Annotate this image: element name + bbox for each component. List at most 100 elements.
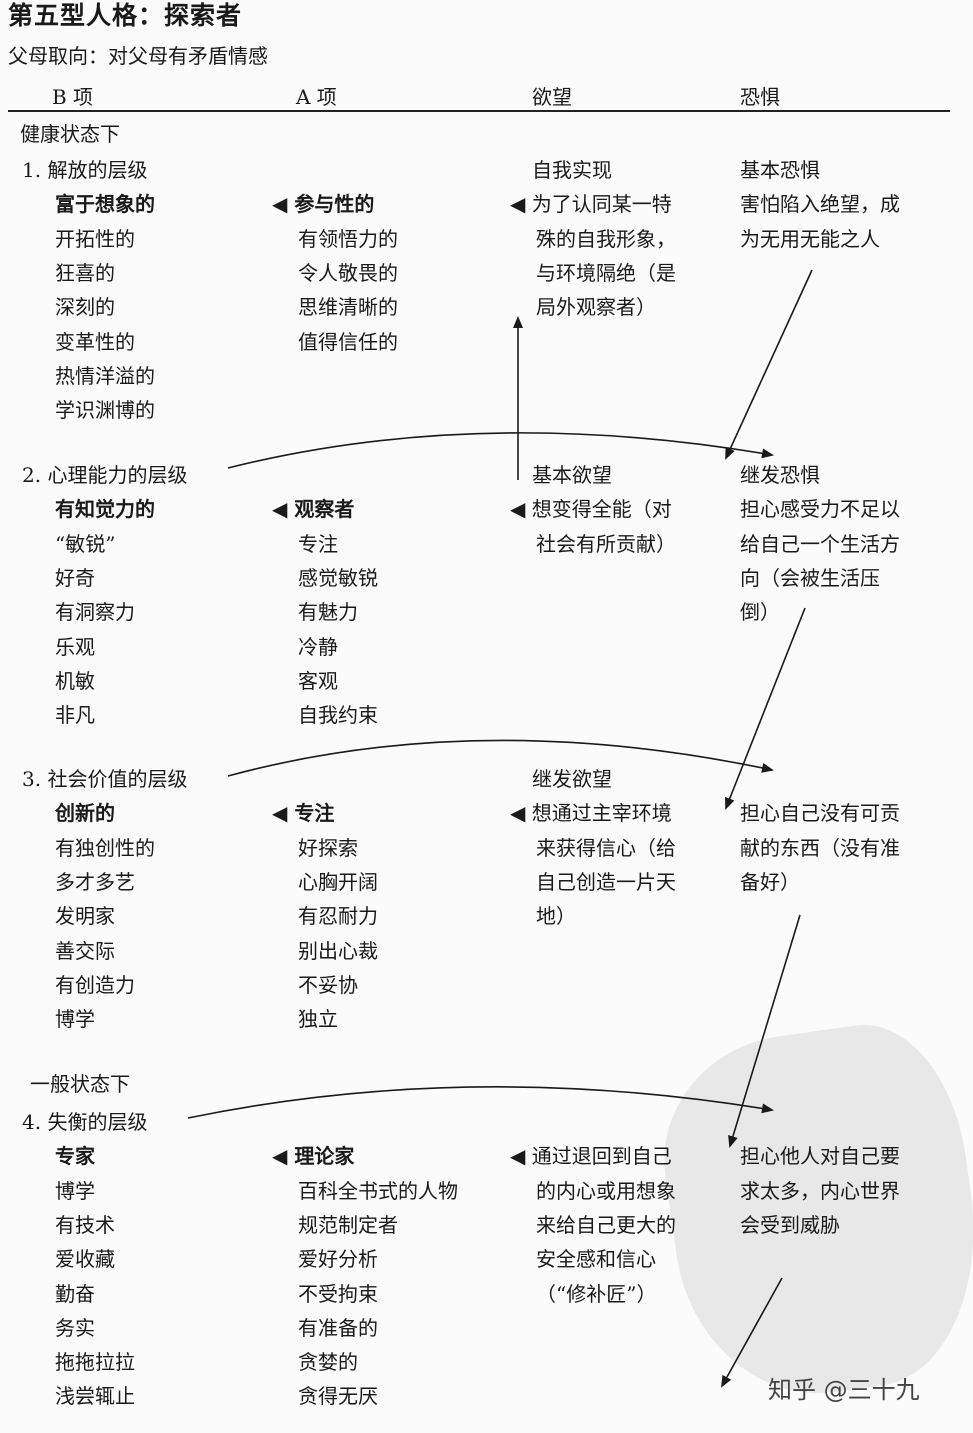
trait-a-item: 别出心裁 — [298, 938, 378, 963]
trait-b-item: 拖拖拉拉 — [55, 1350, 135, 1375]
desire-line: 社会有所贡献） — [536, 531, 676, 556]
trait-a-item: 冷静 — [298, 634, 338, 659]
desire-line: 与环境隔绝（是 — [536, 260, 676, 285]
level-name: 4. 失衡的层级 — [22, 1110, 148, 1134]
desire-heading: 基本欲望 — [532, 463, 612, 487]
desire-line: 自己创造一片天 — [536, 869, 676, 894]
desire-line: ◀ 想通过主宰环境 — [510, 801, 672, 826]
desire-line: 安全感和信心 — [536, 1247, 656, 1272]
fear-line: 害怕陷入绝望，成 — [740, 192, 900, 217]
page-subtitle: 父母取向：对父母有矛盾情感 — [8, 44, 268, 68]
trait-b-item: 务实 — [55, 1315, 95, 1340]
trait-b-item: 善交际 — [55, 938, 115, 963]
trait-a-item: 有准备的 — [298, 1315, 378, 1340]
fear-line: 倒） — [740, 600, 780, 625]
desire-line: 局外观察者） — [536, 295, 656, 320]
trait-b-item: 深刻的 — [55, 295, 115, 320]
column-header-b: B 项 — [52, 85, 94, 109]
trait-a-item: 规范制定者 — [298, 1212, 398, 1237]
trait-b-item: 专家 — [55, 1144, 95, 1169]
fear-line: 担心他人对自己要 — [740, 1144, 900, 1169]
trait-b-item: 变革性的 — [55, 329, 135, 354]
trait-b-item: 乐观 — [55, 634, 95, 659]
trait-a-item: ◀ 参与性的 — [272, 192, 375, 217]
column-header-fear: 恐惧 — [740, 85, 780, 109]
level-name: 3. 社会价值的层级 — [22, 767, 188, 791]
desire-line: 来给自己更大的 — [536, 1212, 676, 1237]
trait-a-item: 值得信任的 — [298, 329, 398, 354]
trait-a-item: 感觉敏锐 — [298, 565, 378, 590]
trait-a-item: 有忍耐力 — [298, 904, 378, 929]
trait-b-item: 学识渊博的 — [55, 398, 155, 423]
trait-b-item: 创新的 — [55, 801, 115, 826]
desire-line: 地） — [536, 904, 576, 929]
page-title: 第五型人格：探索者 — [8, 1, 243, 30]
trait-b-item: 非凡 — [55, 703, 95, 728]
trait-a-item: 自我约束 — [298, 703, 378, 728]
header-rule — [8, 110, 950, 112]
trait-a-item: 不受拘束 — [298, 1281, 378, 1306]
trait-a-item: ◀ 专注 — [272, 801, 335, 826]
trait-b-item: 有创造力 — [55, 972, 135, 997]
fear-line: 求太多，内心世界 — [740, 1178, 900, 1203]
fear-down-arrow-4 — [721, 1277, 783, 1388]
integration-arrow-3 — [187, 1086, 774, 1119]
fear-heading: 基本恐惧 — [740, 158, 820, 182]
trait-b-item: 有知觉力的 — [55, 497, 155, 522]
fear-line: 担心自己没有可贡 — [740, 801, 900, 826]
fear-line: 备好） — [740, 869, 800, 894]
trait-b-item: 爱收藏 — [55, 1247, 115, 1272]
fear-down-arrow-2 — [725, 607, 806, 810]
credit-text: 知乎 @三十九 — [768, 1376, 920, 1404]
trait-a-item: 不妥协 — [298, 972, 358, 997]
trait-a-item: 独立 — [298, 1007, 338, 1032]
fear-line: 给自己一个生活方 — [740, 531, 900, 556]
trait-a-item: 好探索 — [298, 835, 358, 860]
trait-b-item: 有技术 — [55, 1212, 115, 1237]
trait-b-item: 勤奋 — [55, 1281, 95, 1306]
trait-a-item: 专注 — [298, 531, 338, 556]
fear-line: 向（会被生活压 — [740, 565, 880, 590]
trait-a-item: 爱好分析 — [298, 1247, 378, 1272]
trait-b-item: 富于想象的 — [55, 192, 155, 217]
trait-b-item: 热情洋溢的 — [55, 363, 155, 388]
column-header-a: A 项 — [296, 85, 337, 109]
trait-b-item: 博学 — [55, 1178, 95, 1203]
trait-b-item: 有洞察力 — [55, 600, 135, 625]
trait-a-item: 思维清晰的 — [298, 295, 398, 320]
integration-arrow-2 — [227, 739, 774, 777]
fear-line: 为无用无能之人 — [740, 226, 880, 251]
fear-line: 担心感受力不足以 — [740, 497, 900, 522]
desire-line: 的内心或用想象 — [536, 1178, 676, 1203]
fear-line: 献的东西（没有准 — [740, 835, 900, 860]
trait-a-item: 客观 — [298, 668, 338, 693]
trait-b-item: 狂喜的 — [55, 260, 115, 285]
level-name: 2. 心理能力的层级 — [22, 463, 188, 487]
fear-heading: 继发恐惧 — [740, 463, 820, 487]
trait-b-item: 博学 — [55, 1007, 95, 1032]
trait-b-item: 浅尝辄止 — [55, 1384, 135, 1409]
trait-b-item: “敏锐” — [55, 531, 116, 556]
trait-b-item: 机敏 — [55, 668, 95, 693]
trait-a-item: 有领悟力的 — [298, 226, 398, 251]
fear-line: 会受到威胁 — [740, 1212, 840, 1237]
integration-arrow-1 — [227, 432, 774, 469]
trait-a-item: ◀ 观察者 — [272, 497, 355, 522]
average-state-label: 一般状态下 — [30, 1072, 130, 1096]
level-name: 1. 解放的层级 — [22, 158, 148, 182]
trait-a-item: 贪得无厌 — [298, 1384, 378, 1409]
fear-down-arrow-3 — [728, 914, 801, 1148]
trait-a-item: ◀ 理论家 — [272, 1144, 355, 1169]
trait-b-item: 发明家 — [55, 904, 115, 929]
desire-line: ◀ 为了认同某一特 — [510, 192, 672, 217]
trait-b-item: 有独创性的 — [55, 835, 155, 860]
trait-b-item: 开拓性的 — [55, 226, 135, 251]
healthy-state-label: 健康状态下 — [20, 122, 120, 146]
trait-a-item: 心胸开阔 — [298, 869, 378, 894]
trait-a-item: 有魅力 — [298, 600, 358, 625]
fear-down-arrow-1 — [725, 269, 813, 460]
column-header-desire: 欲望 — [532, 85, 572, 109]
desire-line: 殊的自我形象， — [536, 226, 676, 251]
trait-a-item: 贪婪的 — [298, 1350, 358, 1375]
